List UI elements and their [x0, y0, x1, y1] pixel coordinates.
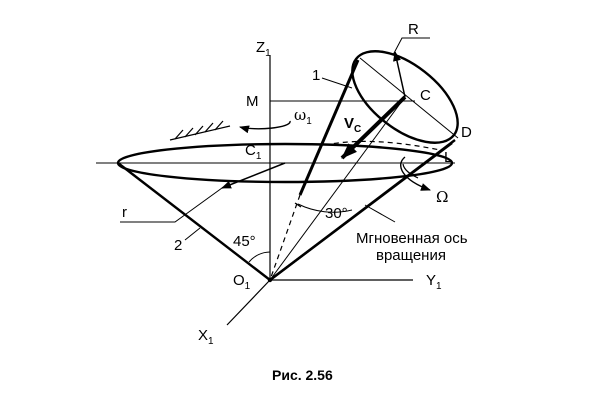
omega1-rotation-arrow: [239, 120, 291, 134]
rolling-cone-hidden-edge: [269, 194, 301, 281]
omega-arc-small: [402, 163, 419, 179]
origin-point: [267, 277, 273, 283]
velocity-vc-arrow: [340, 95, 407, 160]
instant-axis-label-line1: Мгновенная ось: [356, 230, 468, 247]
radius-r-small-label: r: [122, 204, 127, 221]
fixed-support-hatching: [169, 120, 231, 141]
radius-r-big-leader: [392, 37, 430, 56]
cone-1-leader: [321, 77, 353, 89]
radius-r-big-label: R: [408, 21, 419, 38]
instant-axis-leader: [364, 204, 396, 223]
rolling-cone-axis: [269, 96, 406, 281]
x-axis-label: X1: [198, 327, 214, 347]
radius-r-small-arrow: [221, 162, 286, 189]
cone-2-label: 2: [174, 237, 182, 254]
rolling-cone-lower-generatrix: [269, 139, 456, 281]
instant-axis-label-line2: вращения: [376, 247, 446, 264]
rolling-cone-dashed-rim: [324, 140, 441, 151]
point-c-label: C: [420, 87, 431, 104]
rolling-cone-diameter: [359, 57, 459, 139]
cone-2-leader: [184, 227, 201, 241]
figure-caption: Рис. 2.56: [272, 367, 333, 383]
z-axis-label: Z1: [256, 39, 271, 59]
angle-30-arc: [297, 203, 353, 213]
omega1-label: ω1: [294, 106, 312, 127]
point-l-label: L: [444, 149, 452, 166]
angle-30-label: 30°: [325, 205, 348, 222]
y-axis-label: Y1: [426, 272, 442, 292]
fixed-cone-left-generatrix: [117, 162, 271, 281]
omega-big-label: Ω: [436, 188, 448, 206]
radius-r-big-arrow: [393, 51, 406, 98]
angle-30-tick: [294, 202, 302, 208]
point-m-label: M: [246, 93, 259, 110]
velocity-label: VC: [344, 115, 361, 135]
angle-45-arc: [248, 251, 271, 263]
cone-1-label: 1: [312, 67, 320, 84]
origin-label: O1: [233, 272, 251, 292]
angle-45-label: 45°: [233, 233, 256, 250]
point-c1-label: C1: [245, 142, 262, 162]
point-d-label: D: [461, 124, 472, 141]
radius-r-small-leader: [120, 187, 223, 223]
rolling-cone-upper-generatrix: [298, 59, 360, 196]
x-axis: [226, 279, 271, 326]
omega-rotation-arrow: [400, 156, 431, 191]
